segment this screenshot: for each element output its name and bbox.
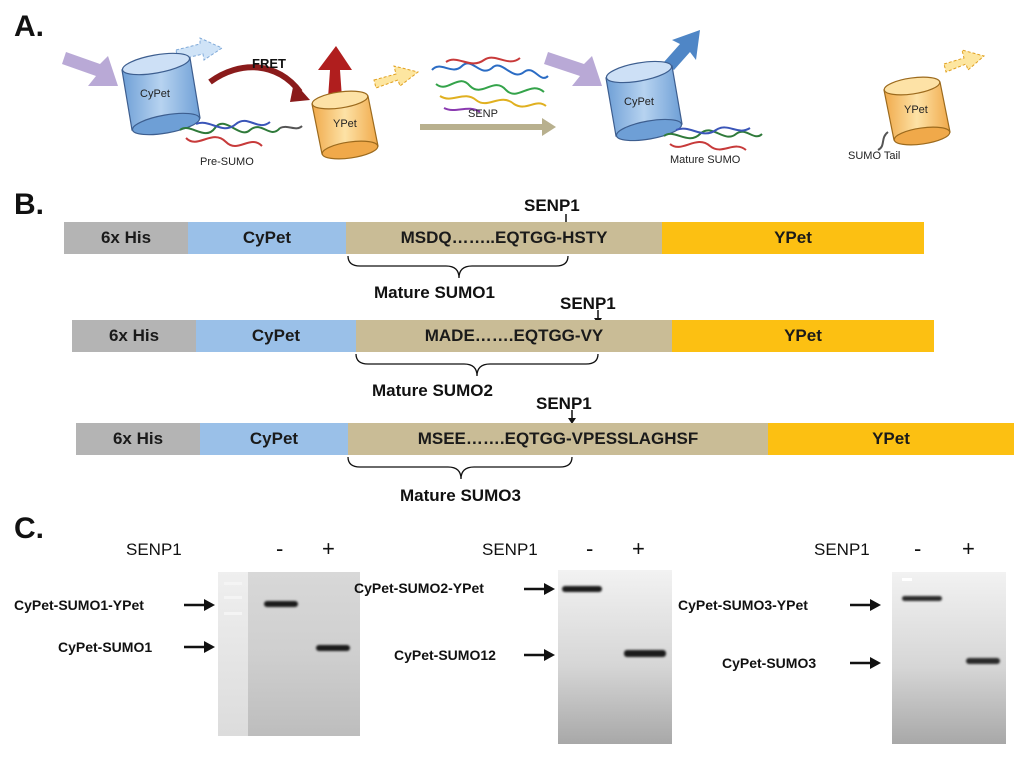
his-tag-segment: 6x His [64, 222, 188, 254]
mature-sumo-structure [663, 126, 763, 151]
gel1-plus-header: + [322, 536, 335, 561]
gel1-senp1-header: SENP1 [126, 540, 182, 559]
cypet-segment: CyPet [188, 222, 346, 254]
gel2-upper-arrow [524, 583, 555, 595]
gel2-band-cleaved [624, 650, 666, 657]
construct-sumo1-bar: 6x His CyPet MSDQ……..EQTGG-HSTY YPet [64, 222, 924, 254]
ypet-right-label: YPet [904, 104, 928, 116]
excitation-arrow-right [544, 52, 602, 86]
cypet-segment: CyPet [200, 423, 348, 455]
gel3-image [892, 572, 1006, 744]
panel-label-a: A. [14, 10, 44, 43]
mature-sumo2-brace [355, 353, 599, 377]
pre-sumo-label: Pre-SUMO [200, 156, 254, 168]
panel-label-b: B. [14, 188, 44, 221]
cypet-segment: CyPet [196, 320, 356, 352]
gel1-minus-header: - [276, 536, 284, 561]
gel1-band-cleaved [316, 645, 350, 651]
mature-sumo2-label: Mature SUMO2 [372, 381, 493, 400]
gel2-minus-header: - [586, 536, 594, 561]
ypet-segment: YPet [768, 423, 1014, 455]
cypet-barrel-right [605, 60, 683, 142]
construct-sumo3-bar: 6x His CyPet MSEE…….EQTGG-VPESSLAGHSF YP… [76, 423, 1014, 455]
sumo-sequence-segment: MSDQ……..EQTGG-HSTY [346, 222, 662, 254]
construct-sumo2-bar: 6x His CyPet MADE…….EQTGG-VY YPet [72, 320, 934, 352]
senp1-site-label-3: SENP1 [536, 394, 592, 413]
sumo-sequence-segment: MSEE…….EQTGG-VPESSLAGHSF [348, 423, 768, 455]
senp-label: SENP [468, 108, 498, 120]
mature-sumo1-brace [347, 255, 569, 279]
fret-label: FRET [252, 56, 286, 71]
mature-sumo3-brace [347, 456, 573, 480]
sumo-tail-label: SUMO Tail [848, 150, 901, 162]
sumo-sequence-segment: MADE…….EQTGG-VY [356, 320, 672, 352]
mature-sumo-label: Mature SUMO [670, 154, 741, 166]
gel2-band-uncleaved [562, 586, 602, 592]
mature-sumo3-label: Mature SUMO3 [400, 486, 521, 505]
sumo-tail-structure [877, 131, 889, 151]
pre-sumo-structure [179, 119, 303, 147]
gel2-lower-arrow [524, 649, 555, 661]
gel3-upper-arrow [850, 599, 881, 611]
ypet-barrel-left [311, 90, 379, 160]
gel2-senp1-header: SENP1 [482, 540, 538, 559]
senp1-site-label-2: SENP1 [560, 294, 616, 313]
cypet-right-label: CyPet [624, 96, 654, 108]
cleavage-arrow-3 [568, 410, 576, 424]
gel3-lower-arrow [850, 657, 881, 669]
gel2-image [558, 570, 672, 744]
gel1-upper-arrow [184, 599, 215, 611]
ypet-left-label: YPet [333, 118, 357, 130]
panel-a-illustration [62, 30, 986, 160]
gel1-ladder-lane [218, 572, 248, 736]
gel3-band-uncleaved [902, 596, 942, 601]
gel1-upper-band-label: CyPet-SUMO1-YPet [14, 597, 144, 613]
gel3-band-cleaved [966, 658, 1000, 664]
gel1-band-uncleaved [264, 601, 298, 607]
gel3-upper-band-label: CyPet-SUMO3-YPet [678, 597, 808, 613]
his-tag-segment: 6x His [76, 423, 200, 455]
ypet-segment: YPet [672, 320, 934, 352]
ypet-barrel-right [883, 76, 951, 146]
emission-arrow-blue [664, 30, 700, 70]
ypet-segment: YPet [662, 222, 924, 254]
emission-arrow-dashed-yellow-right [943, 49, 986, 73]
senp-reaction-arrow [420, 118, 556, 136]
his-tag-segment: 6x His [72, 320, 196, 352]
gel1-lower-arrow [184, 641, 215, 653]
gel3-plus-header: + [962, 536, 975, 561]
emission-arrow-dashed-yellow-left [373, 65, 420, 89]
gel2-lower-band-label: CyPet-SUMO12 [394, 647, 496, 663]
gel3-minus-header: - [914, 536, 922, 561]
gel1-image [218, 572, 360, 736]
gel3-senp1-header: SENP1 [814, 540, 870, 559]
emission-arrow-red [318, 46, 352, 98]
emission-arrow-dashed-left [175, 37, 224, 61]
gel1-lower-band-label: CyPet-SUMO1 [58, 639, 153, 655]
gel3-lower-band-label: CyPet-SUMO3 [722, 655, 817, 671]
senp-protease-structure [431, 56, 549, 113]
cypet-barrel-left [121, 52, 201, 136]
gel2-upper-band-label: CyPet-SUMO2-YPet [354, 580, 484, 596]
fret-arrow [208, 64, 310, 102]
panel-label-c: C. [14, 512, 44, 545]
senp1-site-label-1: SENP1 [524, 196, 580, 215]
cypet-left-label: CyPet [140, 88, 170, 100]
gel2-plus-header: + [632, 536, 645, 561]
mature-sumo1-label: Mature SUMO1 [374, 283, 495, 302]
excitation-arrow-left [62, 52, 118, 86]
